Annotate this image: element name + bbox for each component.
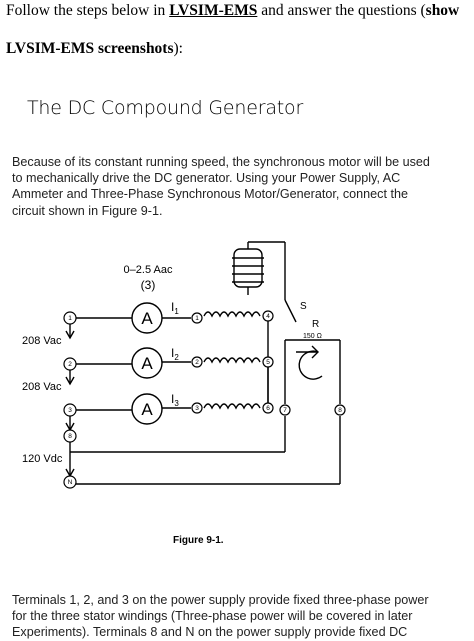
figure-caption: Figure 9-1. — [173, 535, 224, 546]
rheostat-label: R — [312, 319, 319, 330]
motor-terminal-6: 6 — [266, 405, 270, 412]
paragraph-intro: Because of its constant running speed, t… — [12, 155, 430, 218]
voltage-label-2: 208 Vac — [22, 381, 62, 393]
terminal-8: 8 — [68, 433, 72, 440]
voltage-label-1: 208 Vac — [22, 335, 62, 347]
ammeter-range-label: 0–2.5 Aac — [124, 264, 173, 276]
ammeter-count-label: (3) — [141, 278, 156, 292]
motor-terminal-4: 4 — [266, 313, 270, 320]
voltage-label-3: 120 Vdc — [22, 453, 63, 465]
current-i1: I1 — [171, 300, 179, 316]
terminal-2: 2 — [68, 361, 72, 368]
paragraph-terminals: Terminals 1, 2, and 3 on the power suppl… — [12, 593, 429, 640]
terminal-3: 3 — [68, 407, 72, 414]
terminal-1: 1 — [68, 315, 72, 322]
terminal-n: N — [68, 479, 73, 486]
motor-terminal-7: 7 — [283, 407, 287, 414]
motor-terminal-3: 3 — [195, 405, 199, 412]
motor-terminal-2: 2 — [195, 359, 199, 366]
rheostat-value: 150 Ω — [303, 333, 322, 340]
lvsim-ems-link: LVSIM-EMS — [169, 2, 258, 19]
ammeter-1-symbol: A — [141, 309, 153, 328]
circuit-diagram: 1 2 3 8 N 1 2 3 4 5 6 7 8 0–2.5 Aac (3) … — [22, 241, 346, 489]
motor-terminal-1: 1 — [195, 315, 199, 322]
current-i2: I2 — [171, 346, 179, 362]
current-i3: I3 — [171, 392, 179, 408]
switch-label: S — [300, 301, 307, 312]
motor-terminal-8: 8 — [338, 407, 342, 414]
instruction-line-2: LVSIM-EMS screenshots): — [6, 40, 183, 57]
ammeter-2-symbol: A — [141, 354, 153, 373]
section-title: The DC Compound Generator — [27, 97, 304, 119]
motor-terminal-5: 5 — [266, 359, 270, 366]
ammeter-3-symbol: A — [141, 400, 153, 419]
instruction-line-1: Follow the steps below in LVSIM-EMS and … — [6, 2, 460, 19]
